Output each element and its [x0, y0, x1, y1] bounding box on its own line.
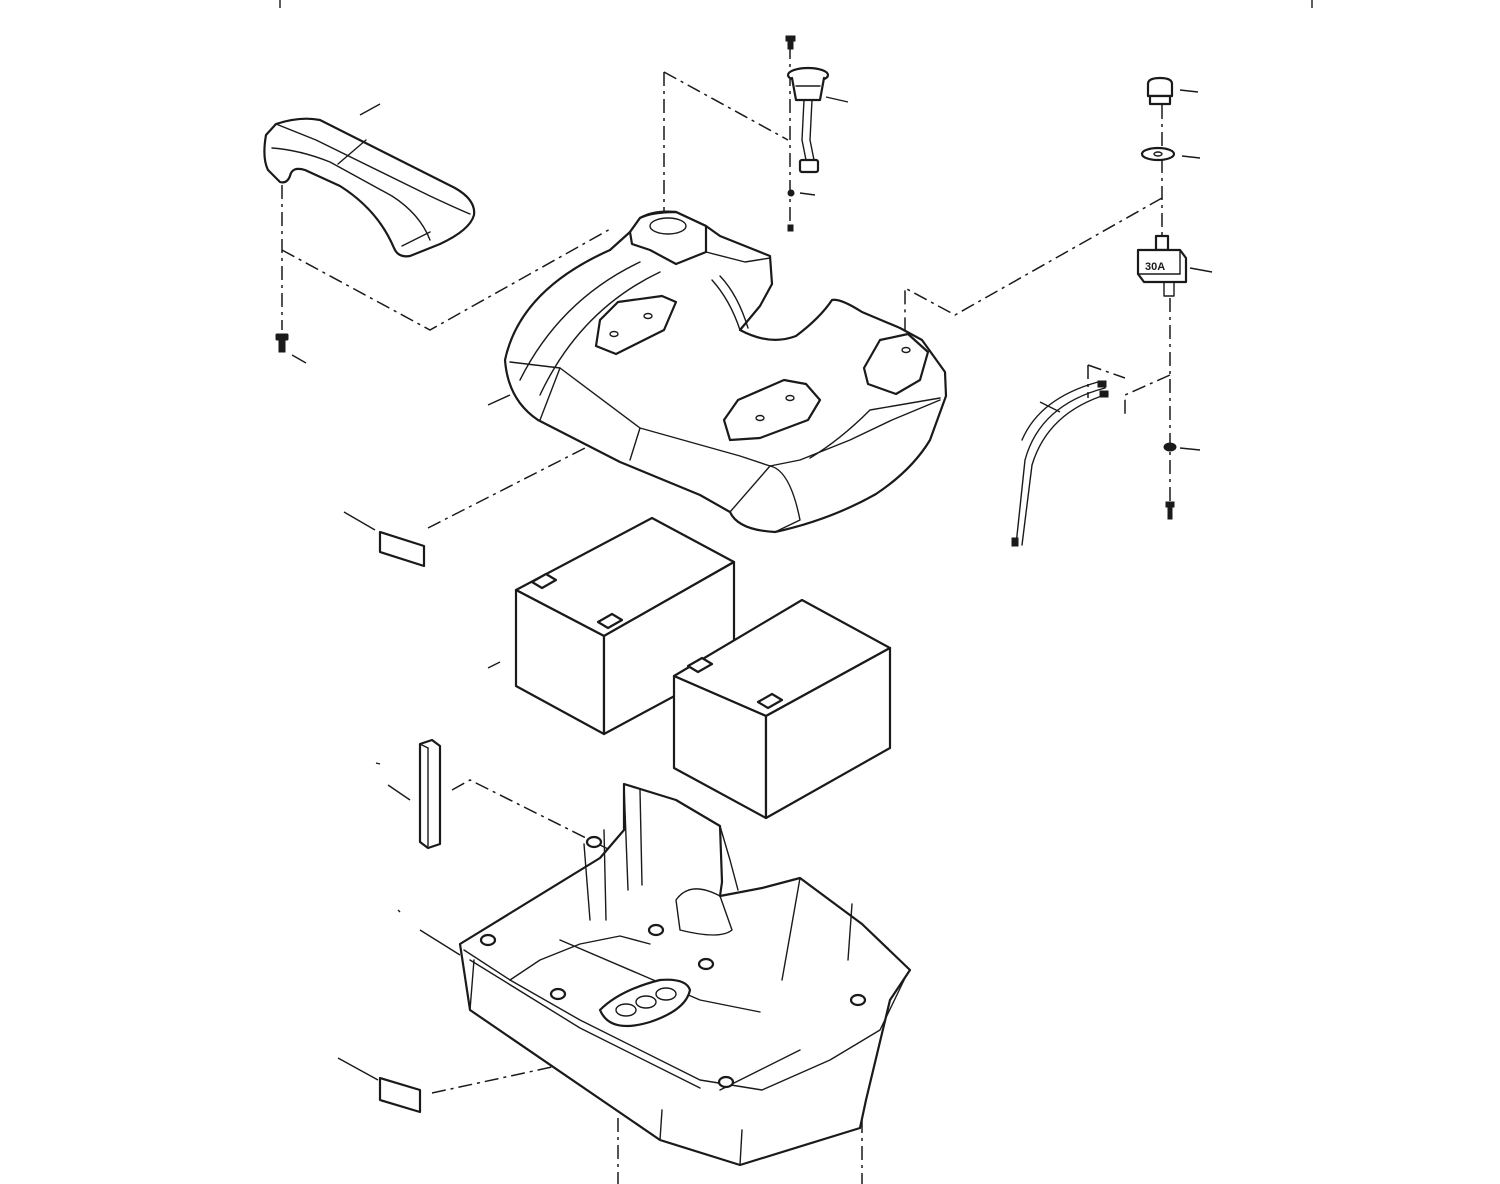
wire-harness [1011, 380, 1109, 547]
tray-label [378, 1076, 422, 1114]
handle-screw [275, 333, 289, 353]
battery-tray [458, 782, 912, 1167]
fuse-cap [1146, 76, 1174, 106]
fuse-screw [1163, 442, 1177, 520]
cover-label [378, 530, 426, 568]
fuse-rating-label: 30A [1145, 261, 1165, 273]
battery-left [514, 516, 736, 736]
fuse-washer [1140, 146, 1176, 162]
carry-handle [263, 117, 476, 258]
socket-screw [785, 35, 796, 50]
fuse-holder: 30A [1136, 234, 1188, 297]
charger-socket [786, 66, 830, 232]
frame-ticks [279, 0, 1313, 8]
battery-right [672, 598, 892, 820]
top-cover [503, 210, 948, 534]
callout-leaders [291, 89, 1213, 1081]
foam-pad [418, 738, 442, 850]
